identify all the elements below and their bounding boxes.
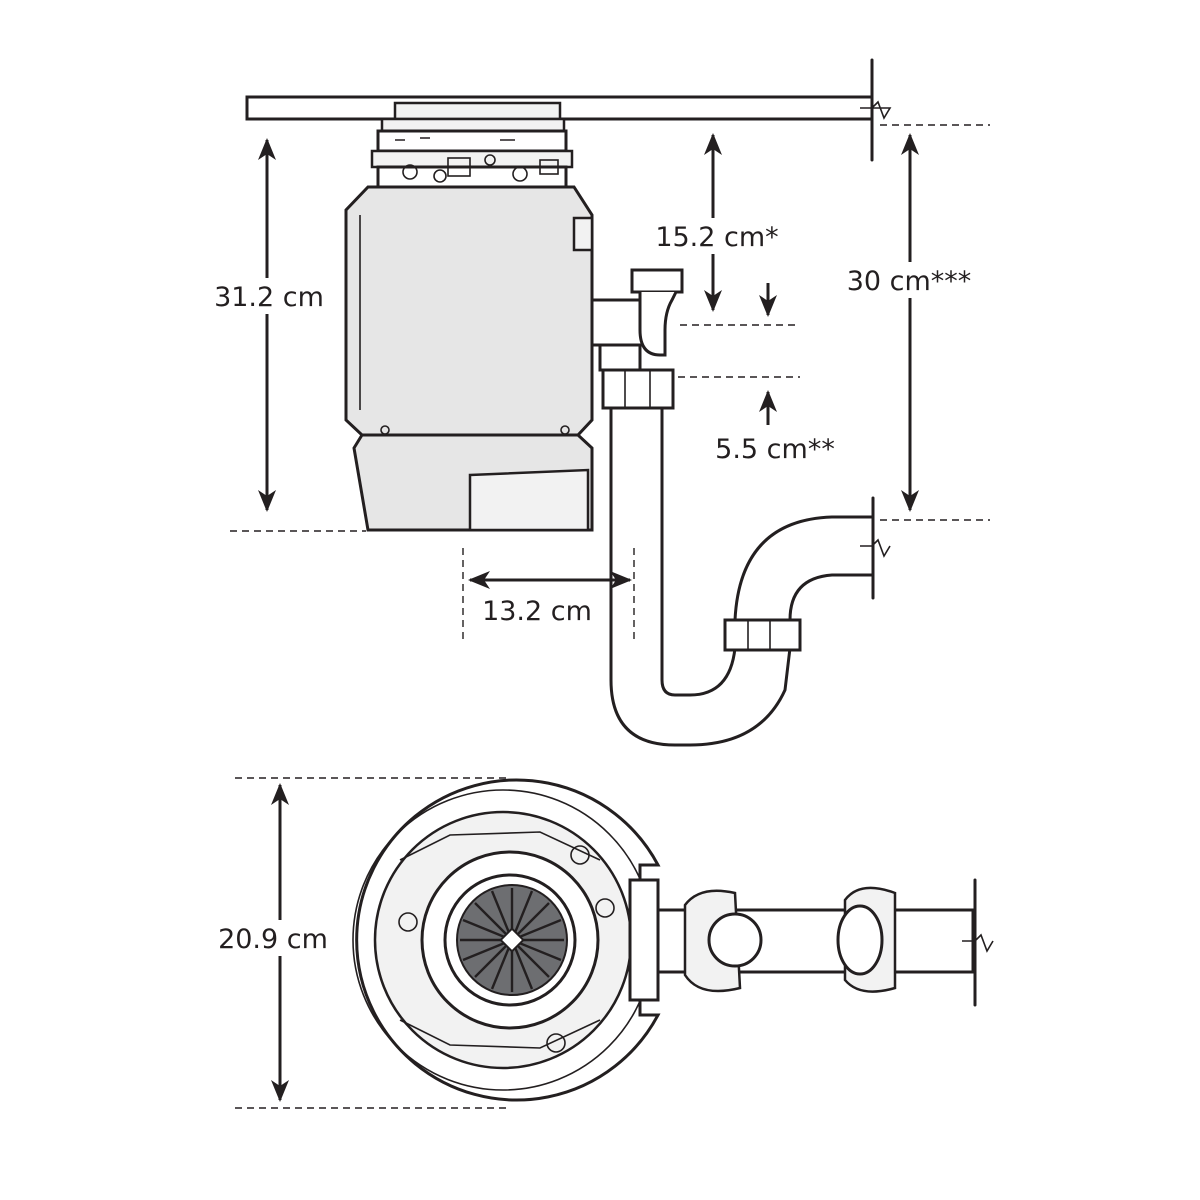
outlet-pipe-top — [656, 878, 994, 1007]
dimension-inlet-offset: 5.5 cm** — [678, 376, 835, 465]
mounting-assembly — [370, 101, 574, 189]
dimension-sink-to-inlet: 15.2 cm* — [645, 133, 800, 326]
discharge-elbow — [590, 268, 684, 410]
label-outlet-horizontal: 13.2 cm — [482, 596, 592, 627]
grinding-chamber — [420, 850, 600, 1030]
p-trap — [609, 406, 891, 747]
label-diameter: 20.9 cm — [218, 924, 328, 955]
sink-countertop — [245, 58, 892, 162]
top-view: 20.9 cm — [208, 777, 994, 1109]
dimension-height-total: 31.2 cm — [205, 138, 366, 532]
label-height-total: 31.2 cm — [214, 282, 324, 313]
label-sink-to-trap: 30 cm*** — [847, 266, 972, 297]
label-sink-to-inlet: 15.2 cm* — [655, 222, 778, 253]
dimension-outlet-horizontal: 13.2 cm — [462, 548, 635, 640]
dimension-diameter: 20.9 cm — [208, 777, 510, 1109]
disposer-body — [344, 185, 594, 532]
side-view: 31.2 cm 15.2 cm* 5.5 cm** 30 cm*** — [205, 58, 990, 747]
label-inlet-offset: 5.5 cm** — [715, 434, 835, 465]
dimension-sink-to-trap: 30 cm*** — [830, 124, 990, 521]
